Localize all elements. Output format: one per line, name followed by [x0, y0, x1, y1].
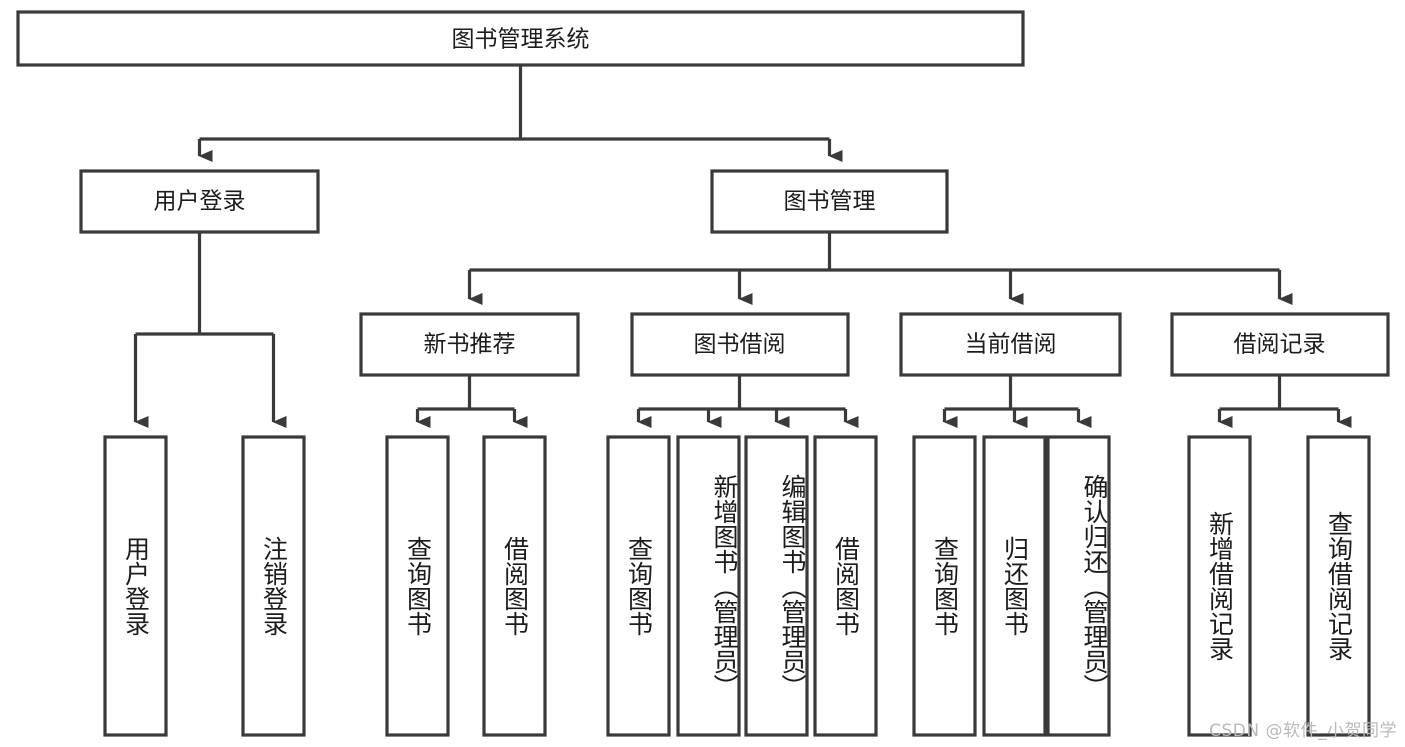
node-user-login-box[interactable] [79, 169, 320, 234]
leaf-box-borrow-book-1[interactable] [482, 435, 547, 737]
node-borrow-record-box[interactable] [1170, 312, 1390, 377]
node-new-book-recommend[interactable]: 新书推荐 [359, 312, 580, 377]
node-user-login-label: 用户登录 [154, 189, 246, 215]
leaf-box-return-book[interactable] [982, 435, 1047, 737]
node-book-management-label: 图书管理 [784, 189, 876, 215]
node-current-borrow[interactable]: 当前借阅 [899, 312, 1122, 377]
node-borrow-record-label: 借阅记录 [1234, 332, 1326, 358]
leaf-box-borrow-book-2[interactable] [813, 435, 878, 737]
node-book-management[interactable]: 图书管理 [710, 169, 949, 234]
node-book-management-box[interactable] [710, 169, 949, 234]
node-borrow-record[interactable]: 借阅记录 [1170, 312, 1390, 377]
leaf-box-query-book-1[interactable] [385, 435, 450, 737]
leaf-box-user-login[interactable] [103, 435, 168, 737]
node-current-borrow-box[interactable] [899, 312, 1122, 377]
node-user-login[interactable]: 用户登录 [79, 169, 320, 234]
connector-group-current [942, 375, 1092, 428]
watermark-text: CSDN @软件_小贺同学 [1209, 721, 1397, 741]
leaf-box-edit-book-admin[interactable] [744, 435, 809, 737]
leaf-box-query-book-2[interactable] [606, 435, 671, 737]
leaf-box-logout[interactable] [241, 435, 306, 737]
connector-group-borrow [636, 375, 859, 428]
connector-group-record [1217, 375, 1352, 428]
node-book-borrow-label: 图书借阅 [694, 332, 786, 358]
leaf-box-query-book-3[interactable] [912, 435, 977, 737]
leaf-box-confirm-return-admin[interactable] [1046, 435, 1111, 737]
node-new-book-recommend-label: 新书推荐 [424, 332, 516, 358]
node-root[interactable]: 图书管理系统 [16, 10, 1025, 67]
node-book-borrow[interactable]: 图书借阅 [630, 312, 850, 377]
connector-group-newbook [415, 375, 528, 428]
leaf-boxes [103, 435, 1371, 737]
leaf-box-query-borrow-record[interactable] [1306, 435, 1371, 737]
node-root-label: 图书管理系统 [452, 27, 590, 53]
node-current-borrow-label: 当前借阅 [965, 332, 1057, 358]
connector-group-bookmgmt [467, 232, 1293, 305]
connector-group-root [197, 65, 843, 162]
leaf-box-add-borrow-record[interactable] [1187, 435, 1252, 737]
leaf-box-add-book-admin[interactable] [676, 435, 741, 737]
connector-group-userlogin [133, 232, 287, 428]
node-book-borrow-box[interactable] [630, 312, 850, 377]
node-new-book-recommend-box[interactable] [359, 312, 580, 377]
node-root-box[interactable] [16, 10, 1025, 67]
